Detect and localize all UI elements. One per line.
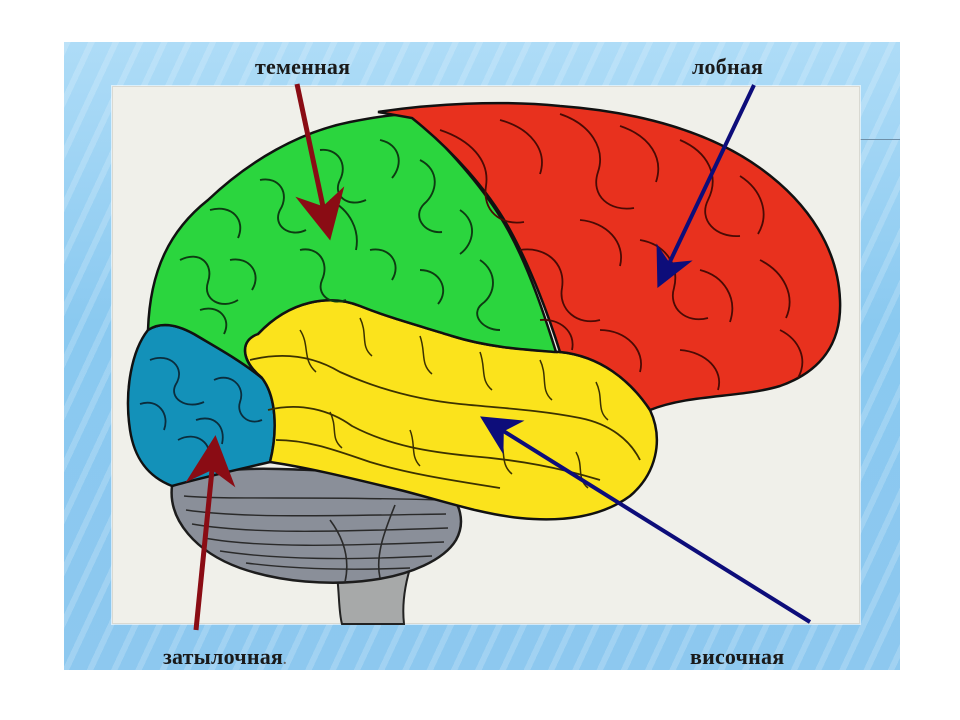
label-parietal: теменная	[255, 54, 351, 79]
occipital-arrow	[185, 435, 236, 631]
decorative-rule	[856, 139, 900, 140]
frontal-arrow	[656, 84, 756, 289]
cerebellum	[170, 467, 463, 584]
frontal-lobe	[377, 101, 842, 412]
label-occipital: затылочная.	[163, 644, 287, 670]
parietal-lobe	[146, 112, 558, 379]
temporal-arrow	[480, 416, 812, 624]
label-occipital-text: затылочная	[163, 644, 284, 669]
parietal-arrow	[294, 83, 345, 241]
label-frontal: лобная	[692, 54, 764, 79]
label-occipital-dot: .	[283, 653, 287, 668]
label-temporal: височная	[690, 644, 785, 669]
